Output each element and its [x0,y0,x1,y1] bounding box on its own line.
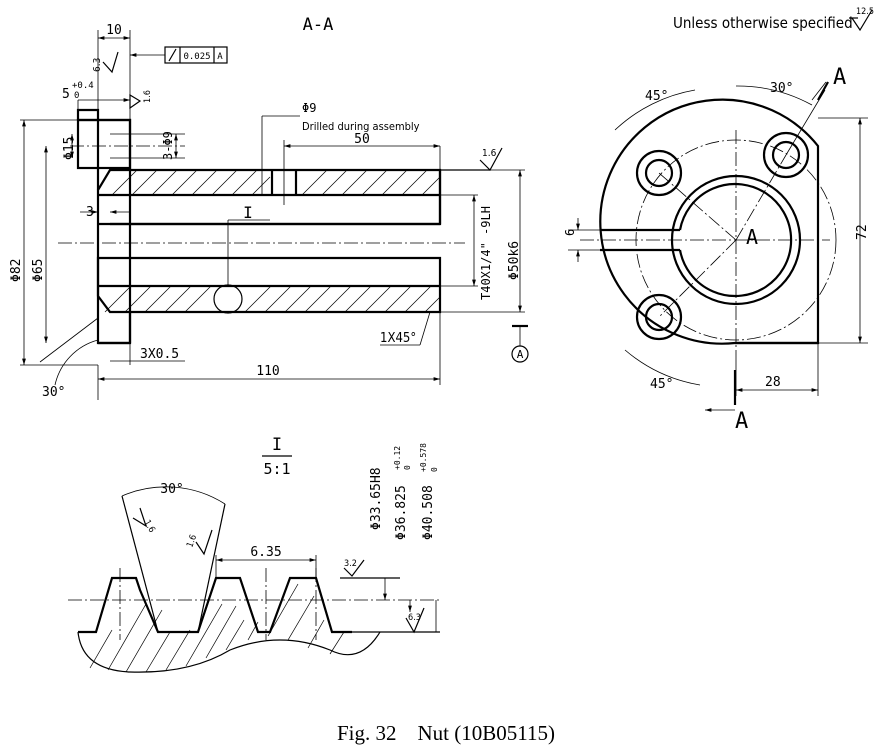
roughness-root: 6.3 [352,607,440,634]
detail-dia-minor: Φ33.65H8 [369,467,384,530]
datum-a: A [511,324,529,363]
hatch-top [111,169,441,196]
dim-phi50k6: Φ50k6 [507,241,522,280]
general-note: Unless otherwise specified 12.5 [673,7,874,32]
detail-dia-major: Φ40.508 [421,485,436,540]
roughness-crest-value: 3.2 [344,559,357,569]
section-title: A-A [303,15,334,35]
detail-dia-pitch-tol-upper: +0.12 [393,446,402,470]
section-marker-top: A [833,65,846,90]
hole-note: Drilled during assembly [302,120,420,133]
angle-45-top: 45° [645,89,668,104]
detail-angle: 30° [160,482,183,497]
dim-72: 72 [855,224,870,240]
break-line [77,631,381,673]
detail-dia-major-tol-lower: 0 [430,467,439,472]
roughness-crest: 3.2 [340,559,400,579]
detail-dia-pitch: Φ36.825 [394,485,409,540]
dim-5-tol-lower: 0 [74,91,79,101]
dim-5-tol-upper: +0.4 [72,81,94,91]
end-view: A A A 45° 30° 45° 72 28 6 [563,65,870,434]
general-roughness-symbol: 12.5 [849,7,874,32]
roughness-flank-2: 1.6 [185,529,213,556]
thread-profile [78,576,352,634]
roughness-bore-value: 1.6 [482,148,497,159]
flange-top [76,108,100,190]
dim-6: 6 [563,229,577,236]
detail-pitch: 6.35 [250,545,281,560]
roughness-flange: 1.6 [129,90,153,110]
roughness-flank: 1.6 [132,507,156,535]
roughness-top-value: 6.3 [92,58,103,72]
general-roughness-value: 12.5 [856,7,874,17]
body-outline-bottom [96,256,442,314]
dim-3-phi9: 3-Φ9 [161,131,175,160]
dim-3: 3 [86,205,94,220]
dim-phi65: Φ65 [31,259,46,282]
detail-circle [213,284,243,314]
flange-block [76,118,132,170]
center-label: A [746,225,758,249]
runout-datum: A [217,52,223,62]
chamfer-note: 1X45° [380,331,416,346]
section-marker-bottom: A [735,409,748,434]
detail-hatch [89,583,345,673]
dim-50: 50 [354,132,370,147]
angle-30-end: 30° [770,81,793,96]
hatch-bottom [104,285,441,313]
detail-label: I [272,435,282,455]
detail-marker: I [243,203,253,222]
hole-diameter: Φ9 [302,101,316,115]
angle-45-bottom: 45° [650,377,673,392]
thread-spec: T40X1/4" -9LH [479,206,493,300]
dim-10: 10 [106,23,122,38]
angle-30-section: 30° [42,385,65,400]
section-view: I 10 0.025 A 6.3 5 +0.4 0 1.6 [9,23,529,400]
runout-tolerance-frame: 0.025 A [130,46,228,64]
roughness-top: 6.3 [92,51,119,74]
dim-110: 110 [256,364,279,379]
roughness-root-value: 6.3 [408,613,421,623]
end-view-outline [599,98,820,345]
dim-phi82: Φ82 [9,259,24,282]
dim-28: 28 [765,375,781,390]
detail-scale: 5:1 [263,460,290,478]
bolt-hole-2 [762,131,810,179]
roughness-flank2-value: 1.6 [185,534,199,550]
detail-dia-pitch-tol-lower: 0 [403,465,412,470]
bolt-hole-1 [635,149,683,197]
roughness-bore: 1.6 [440,147,503,171]
body-outline-top [78,118,442,345]
datum-a-label: A [517,348,524,361]
general-note-text: Unless otherwise specified [673,14,853,32]
groove-note: 3X0.5 [140,347,179,362]
roughness-flank-value: 1.6 [141,519,156,535]
detail-dia-major-tol-upper: +0.578 [419,443,428,472]
detail-view: I 5:1 30° [68,435,440,673]
dim-5: 5 [62,87,70,102]
bolt-hole-3 [635,293,683,341]
runout-tolerance-value: 0.025 [183,52,210,62]
figure-caption: Fig. 32 Nut (10B05115) [337,721,555,745]
dim-phi15: Φ15 [62,137,77,160]
roughness-flange-value: 1.6 [143,90,153,103]
